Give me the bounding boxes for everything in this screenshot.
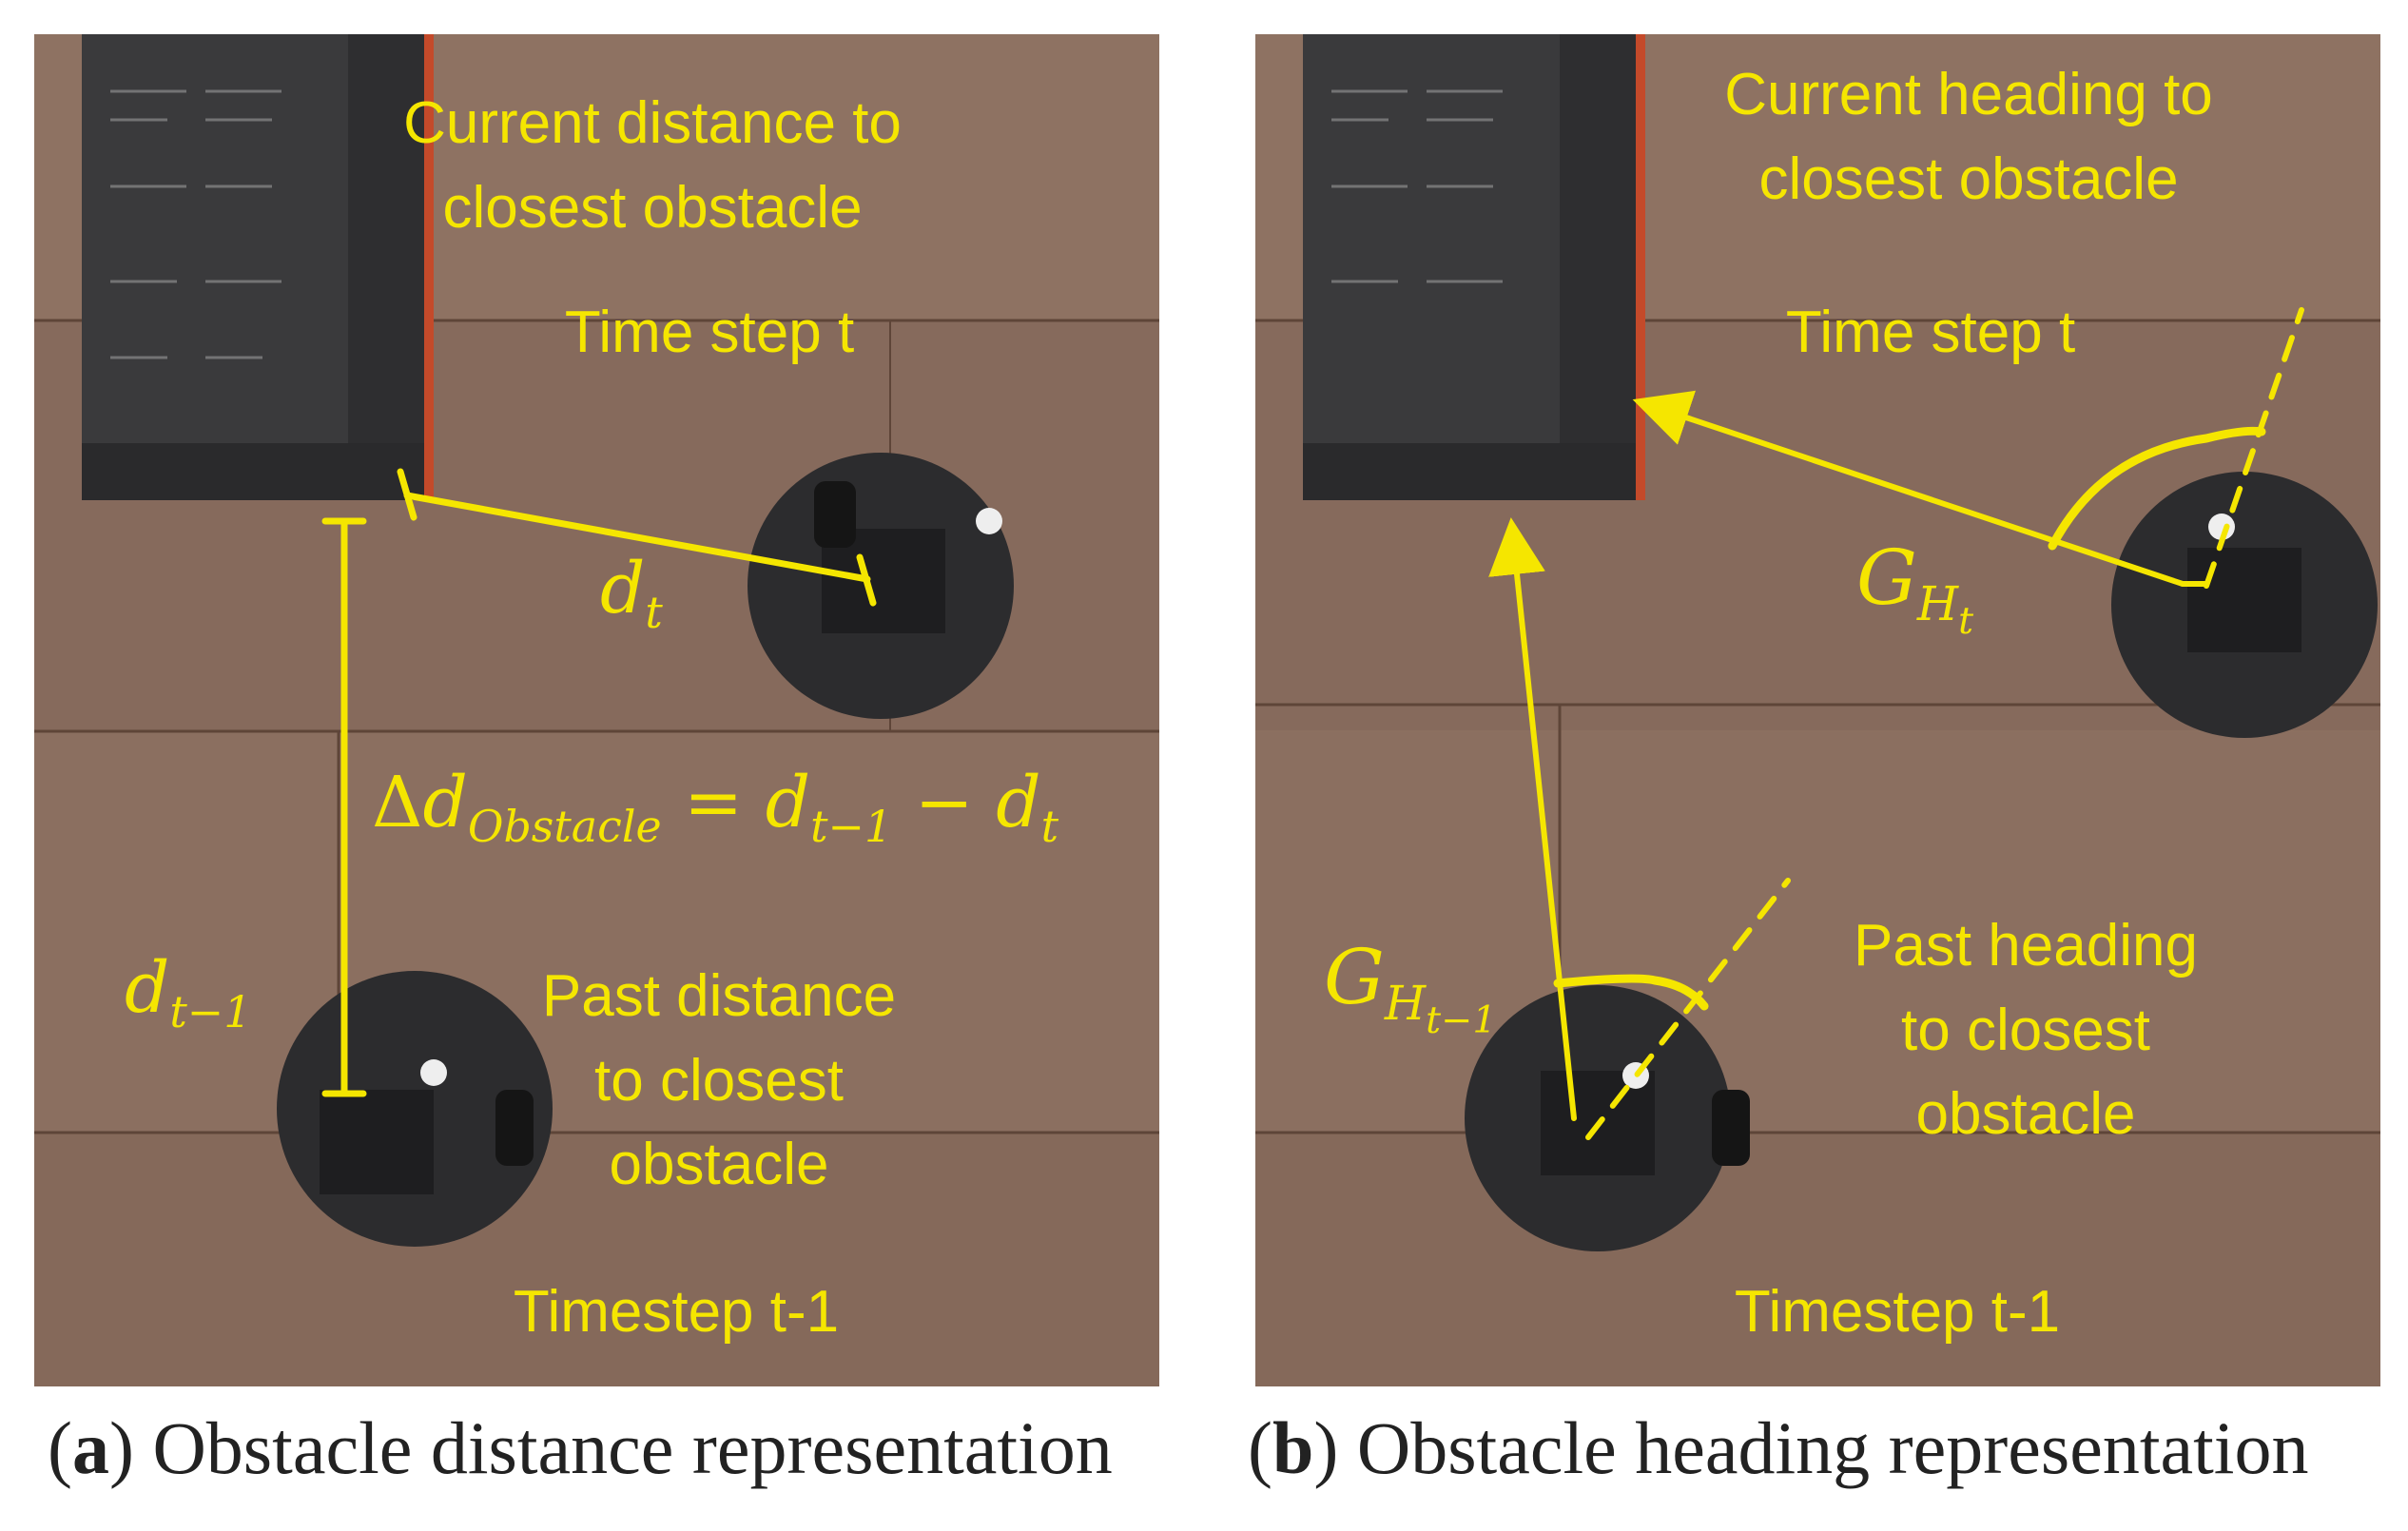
math-d-t-sub: t xyxy=(645,587,663,639)
math-delta-rhs1-sub: t−1 xyxy=(810,801,893,853)
math-d-t-1-base: d xyxy=(125,947,170,1029)
robot-time-t xyxy=(2111,472,2378,738)
math-delta-eq: = xyxy=(661,762,766,843)
robot-time-t-1 xyxy=(277,971,553,1247)
math-g-h-t-1-base: G xyxy=(1324,933,1385,1021)
distance-line-dt xyxy=(397,468,877,607)
panel-b-scene xyxy=(1255,34,2380,1386)
math-delta-sub: Obstacle xyxy=(467,801,662,853)
math-delta-rhs2: d xyxy=(996,762,1041,843)
math-d-t: dt xyxy=(600,548,663,638)
math-g-h-t-1-sub: H xyxy=(1384,976,1427,1032)
distance-line-dt1 xyxy=(321,517,367,1097)
caption-b-text: Obstacle heading representation xyxy=(1338,1406,2309,1489)
panel-a-photo: Current distance to closest obstacle Tim… xyxy=(34,34,1159,1386)
math-delta-base: d xyxy=(422,762,468,843)
label-time-step-t: Time step t xyxy=(1785,300,2076,365)
label-timestep-t-1: Timestep t-1 xyxy=(1734,1279,2061,1345)
label-current-heading: Current heading to closest obstacle xyxy=(1724,62,2213,212)
math-g-h-t-sub: H xyxy=(1916,576,1959,632)
math-g-h-t: GHt xyxy=(1856,533,1973,643)
cardboard-box xyxy=(1303,34,1645,500)
panel-b-photo: Current heading to closest obstacle Time… xyxy=(1255,34,2380,1386)
label-current-distance: Current distance to closest obstacle xyxy=(403,90,902,241)
math-d-t-1: dt−1 xyxy=(125,947,251,1037)
math-delta-d-obstacle: ΔdObstacle = dt−1 − dt xyxy=(372,762,1058,852)
math-g-h-t-subsub: t xyxy=(1958,599,1974,644)
caption-a-letter: a xyxy=(71,1406,109,1489)
robot-time-t-1 xyxy=(1465,985,1750,1251)
math-g-h-t-1: GHt−1 xyxy=(1324,933,1497,1042)
math-g-h-t-1-subsub: t−1 xyxy=(1426,998,1497,1043)
label-time-step-t: Time step t xyxy=(564,300,855,365)
label-past-distance: Past distance to closest obstacle xyxy=(541,963,897,1198)
math-g-h-t-base: G xyxy=(1856,533,1917,622)
wood-floor xyxy=(34,34,1159,1386)
heading-arrow-t xyxy=(1632,307,2304,589)
math-delta-rhs2-sub: t xyxy=(1040,801,1059,853)
cardboard-box xyxy=(82,34,434,500)
caption-b: (b) Obstacle heading representation xyxy=(1248,1406,2309,1489)
caption-b-letter: b xyxy=(1272,1406,1314,1489)
caption-a-text: Obstacle distance representation xyxy=(133,1406,1113,1489)
math-d-t-base: d xyxy=(600,548,646,630)
panel-a-scene xyxy=(34,34,1159,1386)
math-d-t-1-sub: t−1 xyxy=(169,986,252,1038)
label-past-heading: Past heading to closest obstacle xyxy=(1854,913,2198,1148)
robot-time-t xyxy=(748,453,1014,719)
label-timestep-t-1: Timestep t-1 xyxy=(513,1279,840,1345)
math-delta-symbol: Δ xyxy=(372,762,423,843)
heading-arrow-t-1 xyxy=(1488,517,1791,1140)
math-delta-minus: − xyxy=(892,762,997,843)
math-delta-rhs1: d xyxy=(765,762,811,843)
caption-a: (a) Obstacle distance representation xyxy=(48,1406,1113,1489)
